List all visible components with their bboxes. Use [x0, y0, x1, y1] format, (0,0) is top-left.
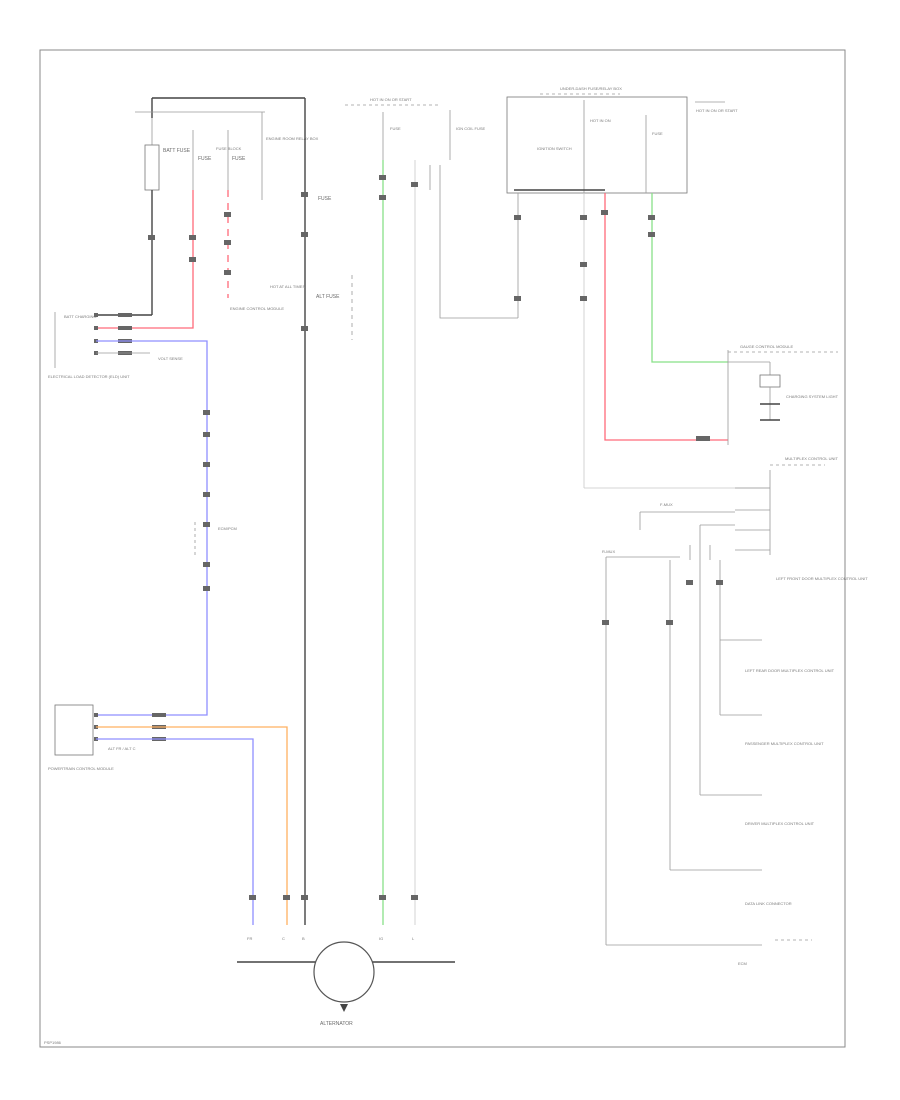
green-wire-light — [651, 193, 728, 363]
upper-left-conn-label: ECM/PCM — [218, 526, 237, 531]
f-mux-label: F-MUX — [660, 502, 673, 507]
b-wire: FUSE HOT AT ALL TIMES ALT FUSE — [270, 120, 353, 925]
red-wire — [96, 190, 194, 329]
fuse-a-label: FUSE — [198, 156, 212, 162]
multiplex-network: MULTIPLEX CONTROL UNIT F-MUX R-MUX LEFT … — [602, 456, 868, 966]
right-block-5-label: DATA LINK CONNECTOR — [745, 901, 792, 906]
alt-pin-b: B — [302, 936, 305, 941]
fuse-mid-label: FUSE — [318, 196, 332, 202]
diagram-frame — [39, 49, 846, 1048]
right-block-4-label: DRIVER MULTIPLEX CONTROL UNIT — [745, 821, 815, 826]
alt-pin-l: L — [412, 936, 415, 941]
right-block-1-label: LEFT FRONT DOOR MULTIPLEX CONTROL UNIT — [776, 576, 868, 581]
eld-connector: BATT CHARGING ELECTRICAL LOAD DETECTOR (… — [48, 312, 237, 716]
alt-pin-c: C — [282, 936, 285, 941]
ecm-note-label: ECM — [738, 961, 747, 966]
ignition-area: HOT IN ON OR START FUSE IGN COIL FUSE — [345, 97, 518, 925]
r-mux-label: R-MUX — [602, 549, 615, 554]
hot-in-on-label: HOT IN ON OR START — [370, 97, 412, 102]
batt-fuse-box — [144, 144, 160, 191]
alt-pin-ig: IG — [379, 936, 383, 941]
charging-light-circuit: GAUGE CONTROL MODULE CHARGING SYSTEM LIG… — [601, 193, 839, 445]
blue-wire-eld — [96, 340, 208, 716]
dash-fuse-label: FUSE — [390, 126, 401, 131]
dash-fuse-relay-box — [506, 96, 688, 194]
pcm-connector: ALT FR / ALT C POWERTRAIN CONTROL MODULE — [48, 704, 290, 925]
alt-fuse-label: ALT FUSE — [316, 294, 340, 300]
fuse-b-label: FUSE — [232, 156, 246, 162]
blue-wire-pcm — [96, 738, 254, 925]
fuse-block-label: FUSE BLOCK — [216, 146, 242, 151]
top-left-fuse-area: BATT FUSE FUSE FUSE ENGINE ROOM RELAY BO… — [96, 97, 319, 329]
footer-code: PSP1986 — [44, 1040, 62, 1045]
gauge-unit-label: GAUGE CONTROL MODULE — [740, 344, 794, 349]
ign-fuse-label: IGN COIL FUSE — [456, 126, 486, 131]
red-wire-light — [604, 193, 728, 441]
pcm-box — [54, 704, 94, 756]
ignition-sw-label: IGNITION SWITCH — [537, 146, 572, 151]
lower-left-conn-label: POWERTRAIN CONTROL MODULE — [48, 766, 114, 771]
batt-fuse-label: BATT FUSE — [163, 148, 191, 154]
multiplex-label: MULTIPLEX CONTROL UNIT — [785, 456, 838, 461]
alt-pin-fr: FR — [247, 936, 252, 941]
hot-at-all-label: HOT AT ALL TIMES — [270, 284, 305, 289]
sensor-group-label: ENGINE CONTROL MODULE — [230, 306, 284, 311]
under-dash-label: UNDER-DASH FUSE/RELAY BOX — [560, 86, 622, 91]
left-pin-note: VOLT SENSE — [158, 356, 183, 361]
orange-wire — [96, 726, 288, 925]
charging-light-label: CHARGING SYSTEM LIGHT — [786, 394, 839, 399]
left-pins-title: BATT CHARGING — [64, 314, 97, 319]
relay-box-label: ENGINE ROOM RELAY BOX — [266, 136, 319, 141]
hot-relay-label: HOT IN ON — [590, 118, 611, 123]
hot-in-on-right-label: HOT IN ON OR START — [696, 108, 738, 113]
alternator-label: ALTERNATOR — [320, 1021, 353, 1027]
right-block-3-label: PASSENGER MULTIPLEX CONTROL UNIT — [745, 741, 824, 746]
charging-light-bulb — [759, 374, 781, 388]
lower-left-pins: ALT FR / ALT C — [108, 746, 136, 751]
alternator-symbol — [313, 941, 375, 1003]
charging-fuse-label: FUSE — [652, 131, 663, 136]
right-block-2-label: LEFT REAR DOOR MULTIPLEX CONTROL UNIT — [745, 668, 835, 673]
alternator-group: FR C B IG L ALTERNATOR — [237, 936, 455, 1027]
left-conn-label: ELECTRICAL LOAD DETECTOR (ELD) UNIT — [48, 374, 130, 379]
under-dash-box: UNDER-DASH FUSE/RELAY BOX IGNITION SWITC… — [506, 86, 770, 489]
